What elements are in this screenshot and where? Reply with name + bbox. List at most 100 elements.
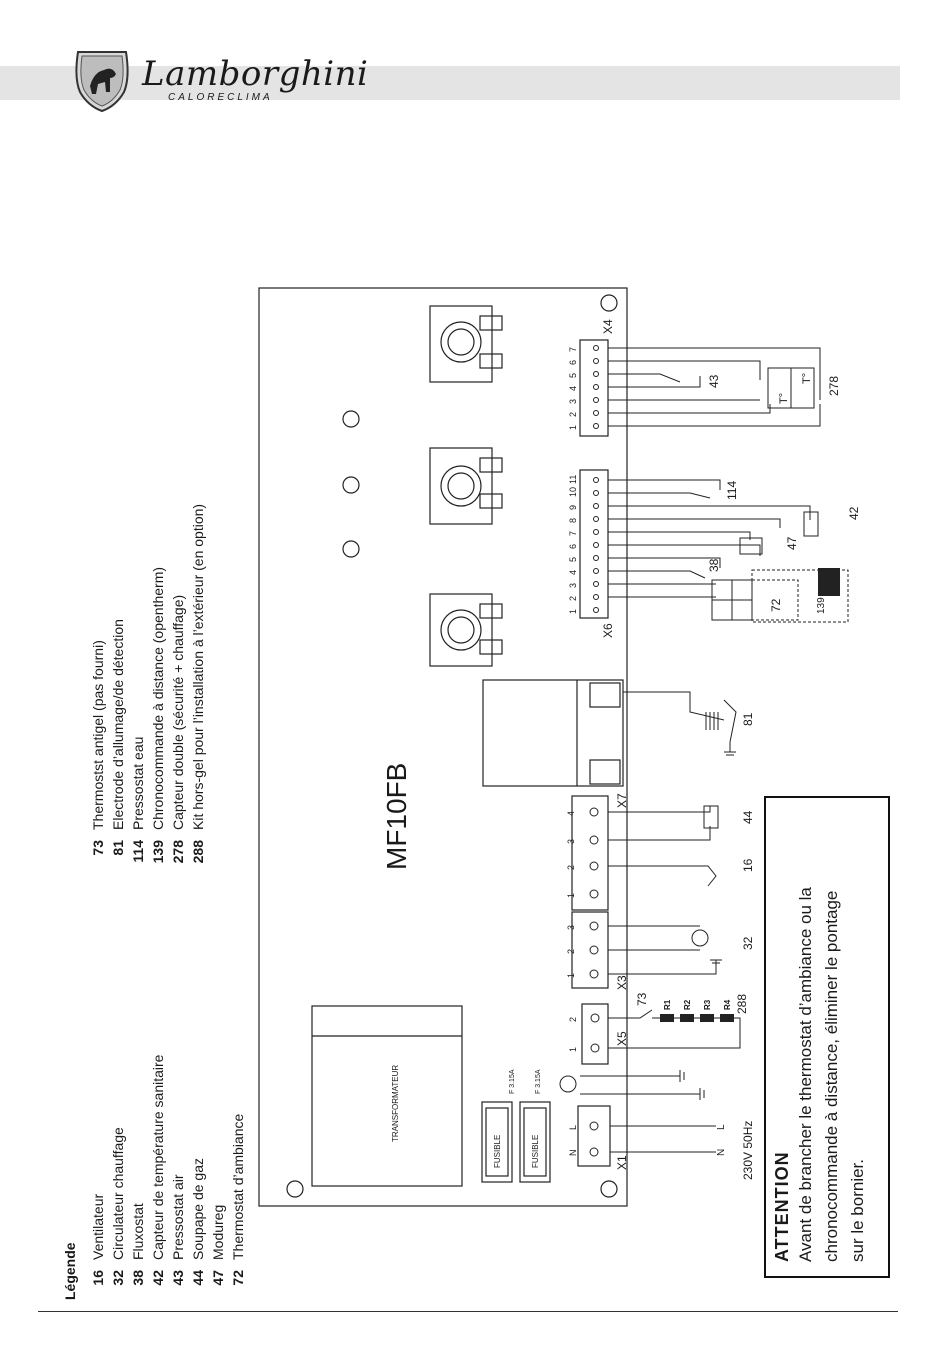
- component-81-label: 81: [741, 712, 755, 726]
- gas-valve-44: [703, 805, 719, 829]
- component-42-label: 42: [847, 506, 861, 520]
- resistor-label: R3: [703, 999, 712, 1010]
- pin-label: 11: [568, 475, 578, 484]
- attention-box: [764, 796, 890, 1278]
- pin-label: 3: [566, 839, 576, 844]
- resistor-label: R4: [723, 999, 732, 1010]
- connector-x7-label: X7: [615, 793, 629, 808]
- connector-x4-label: X4: [601, 319, 615, 334]
- supply-l-label: L: [716, 1124, 727, 1130]
- header-band: [0, 66, 900, 100]
- fuse-2: [519, 1101, 551, 1183]
- fuse-rating-1: F 3.15A: [509, 1069, 516, 1094]
- connector-x7: [571, 795, 609, 911]
- potentiometer: [429, 593, 503, 667]
- resistor-label: R2: [683, 999, 692, 1010]
- board-name-label: MF10FB: [381, 763, 412, 870]
- potentiometer: [429, 305, 503, 383]
- ground-icon: [559, 1075, 577, 1093]
- resistor-r1: [660, 1014, 674, 1022]
- pin-label: L: [568, 1125, 578, 1130]
- pin-label: 4: [566, 811, 576, 816]
- connector-x1-label: X1: [615, 1155, 629, 1170]
- relay-block: [482, 679, 624, 787]
- pin-label: 1: [566, 973, 576, 978]
- dhw-sensor-42: [803, 511, 819, 537]
- pin-label: 5: [568, 557, 578, 562]
- supply-n-label: N: [716, 1149, 727, 1156]
- led-indicator: [342, 410, 360, 428]
- component-44-label: 44: [741, 810, 755, 824]
- component-47-label: 47: [785, 536, 799, 550]
- pin-label: 4: [568, 570, 578, 575]
- pin-label: 9: [568, 505, 578, 510]
- pin-label: 2: [568, 412, 578, 417]
- brand-subtitle: CALORECLIMA: [168, 92, 273, 103]
- pin-label: 3: [568, 399, 578, 404]
- connector-x6-label: X6: [601, 623, 615, 638]
- fuse-label-1: FUSIBLE: [493, 1135, 502, 1168]
- component-114-label: 114: [725, 481, 739, 500]
- supply-label: 230V 50Hz: [741, 1121, 755, 1180]
- pin-label: 6: [568, 360, 578, 365]
- brand-name: Lamborghini: [142, 54, 369, 94]
- component-16-label: 16: [741, 858, 755, 872]
- connector-x3-label: X3: [615, 975, 629, 990]
- component-32-label: 32: [741, 936, 755, 950]
- pin-label: 2: [568, 1017, 578, 1022]
- transformer-label: TRANSFORMATEUR: [391, 1065, 400, 1142]
- temp-sensor-label: T°: [778, 393, 790, 404]
- led-indicator: [342, 476, 360, 494]
- pin-label: 2: [566, 865, 576, 870]
- component-43-label: 43: [707, 374, 721, 388]
- resistor-label: R1: [663, 999, 672, 1010]
- control-board: [258, 287, 628, 1207]
- pin-label: 8: [568, 518, 578, 523]
- resistor-r2: [680, 1014, 694, 1022]
- connector-x4: [579, 339, 609, 437]
- fuse-1: [481, 1101, 513, 1183]
- pin-label: 2: [566, 949, 576, 954]
- pin-label: 1: [568, 1047, 578, 1052]
- led-indicator: [342, 540, 360, 558]
- pin-label: 3: [568, 583, 578, 588]
- component-288-label: 288: [735, 994, 749, 1014]
- connector-x5-label: X5: [615, 1031, 629, 1046]
- connector-x1: [577, 1105, 611, 1167]
- resistor-r3: [700, 1014, 714, 1022]
- fuse-rating-2: F 3.15A: [535, 1069, 542, 1094]
- pin-label: 10: [568, 487, 578, 497]
- component-73-label: 73: [635, 992, 649, 1006]
- modureg-47: [739, 537, 763, 555]
- pin-label: 7: [568, 347, 578, 352]
- resistor-r4: [720, 1014, 734, 1022]
- connector-x6: [579, 469, 609, 619]
- mounting-hole: [600, 1180, 618, 1198]
- remote-control-139: [818, 568, 840, 596]
- pin-label: 7: [568, 531, 578, 536]
- pin-label: 1: [566, 893, 576, 898]
- pin-label: 2: [568, 596, 578, 601]
- pin-label: 1: [568, 425, 578, 430]
- component-139-label: 139: [816, 597, 827, 614]
- lamborghini-bull-logo-icon: [75, 51, 129, 113]
- potentiometer: [429, 447, 503, 525]
- footer-line: [38, 1311, 898, 1312]
- pin-label: 4: [568, 386, 578, 391]
- pin-label: N: [568, 1150, 578, 1157]
- pin-label: 6: [568, 544, 578, 549]
- fuse-label-2: FUSIBLE: [531, 1135, 540, 1168]
- mounting-hole: [286, 1180, 304, 1198]
- pin-label: 3: [566, 925, 576, 930]
- connector-x5: [581, 1003, 609, 1065]
- component-38-label: 38: [707, 558, 721, 572]
- transformer: [311, 1005, 463, 1187]
- mounting-hole: [600, 294, 618, 312]
- pump-32: [691, 929, 709, 947]
- temp-sensor-label: T°: [801, 373, 813, 384]
- component-278-label: 278: [827, 376, 841, 396]
- pin-label: 1: [568, 609, 578, 614]
- pin-label: 5: [568, 373, 578, 378]
- component-72-label: 72: [769, 598, 783, 612]
